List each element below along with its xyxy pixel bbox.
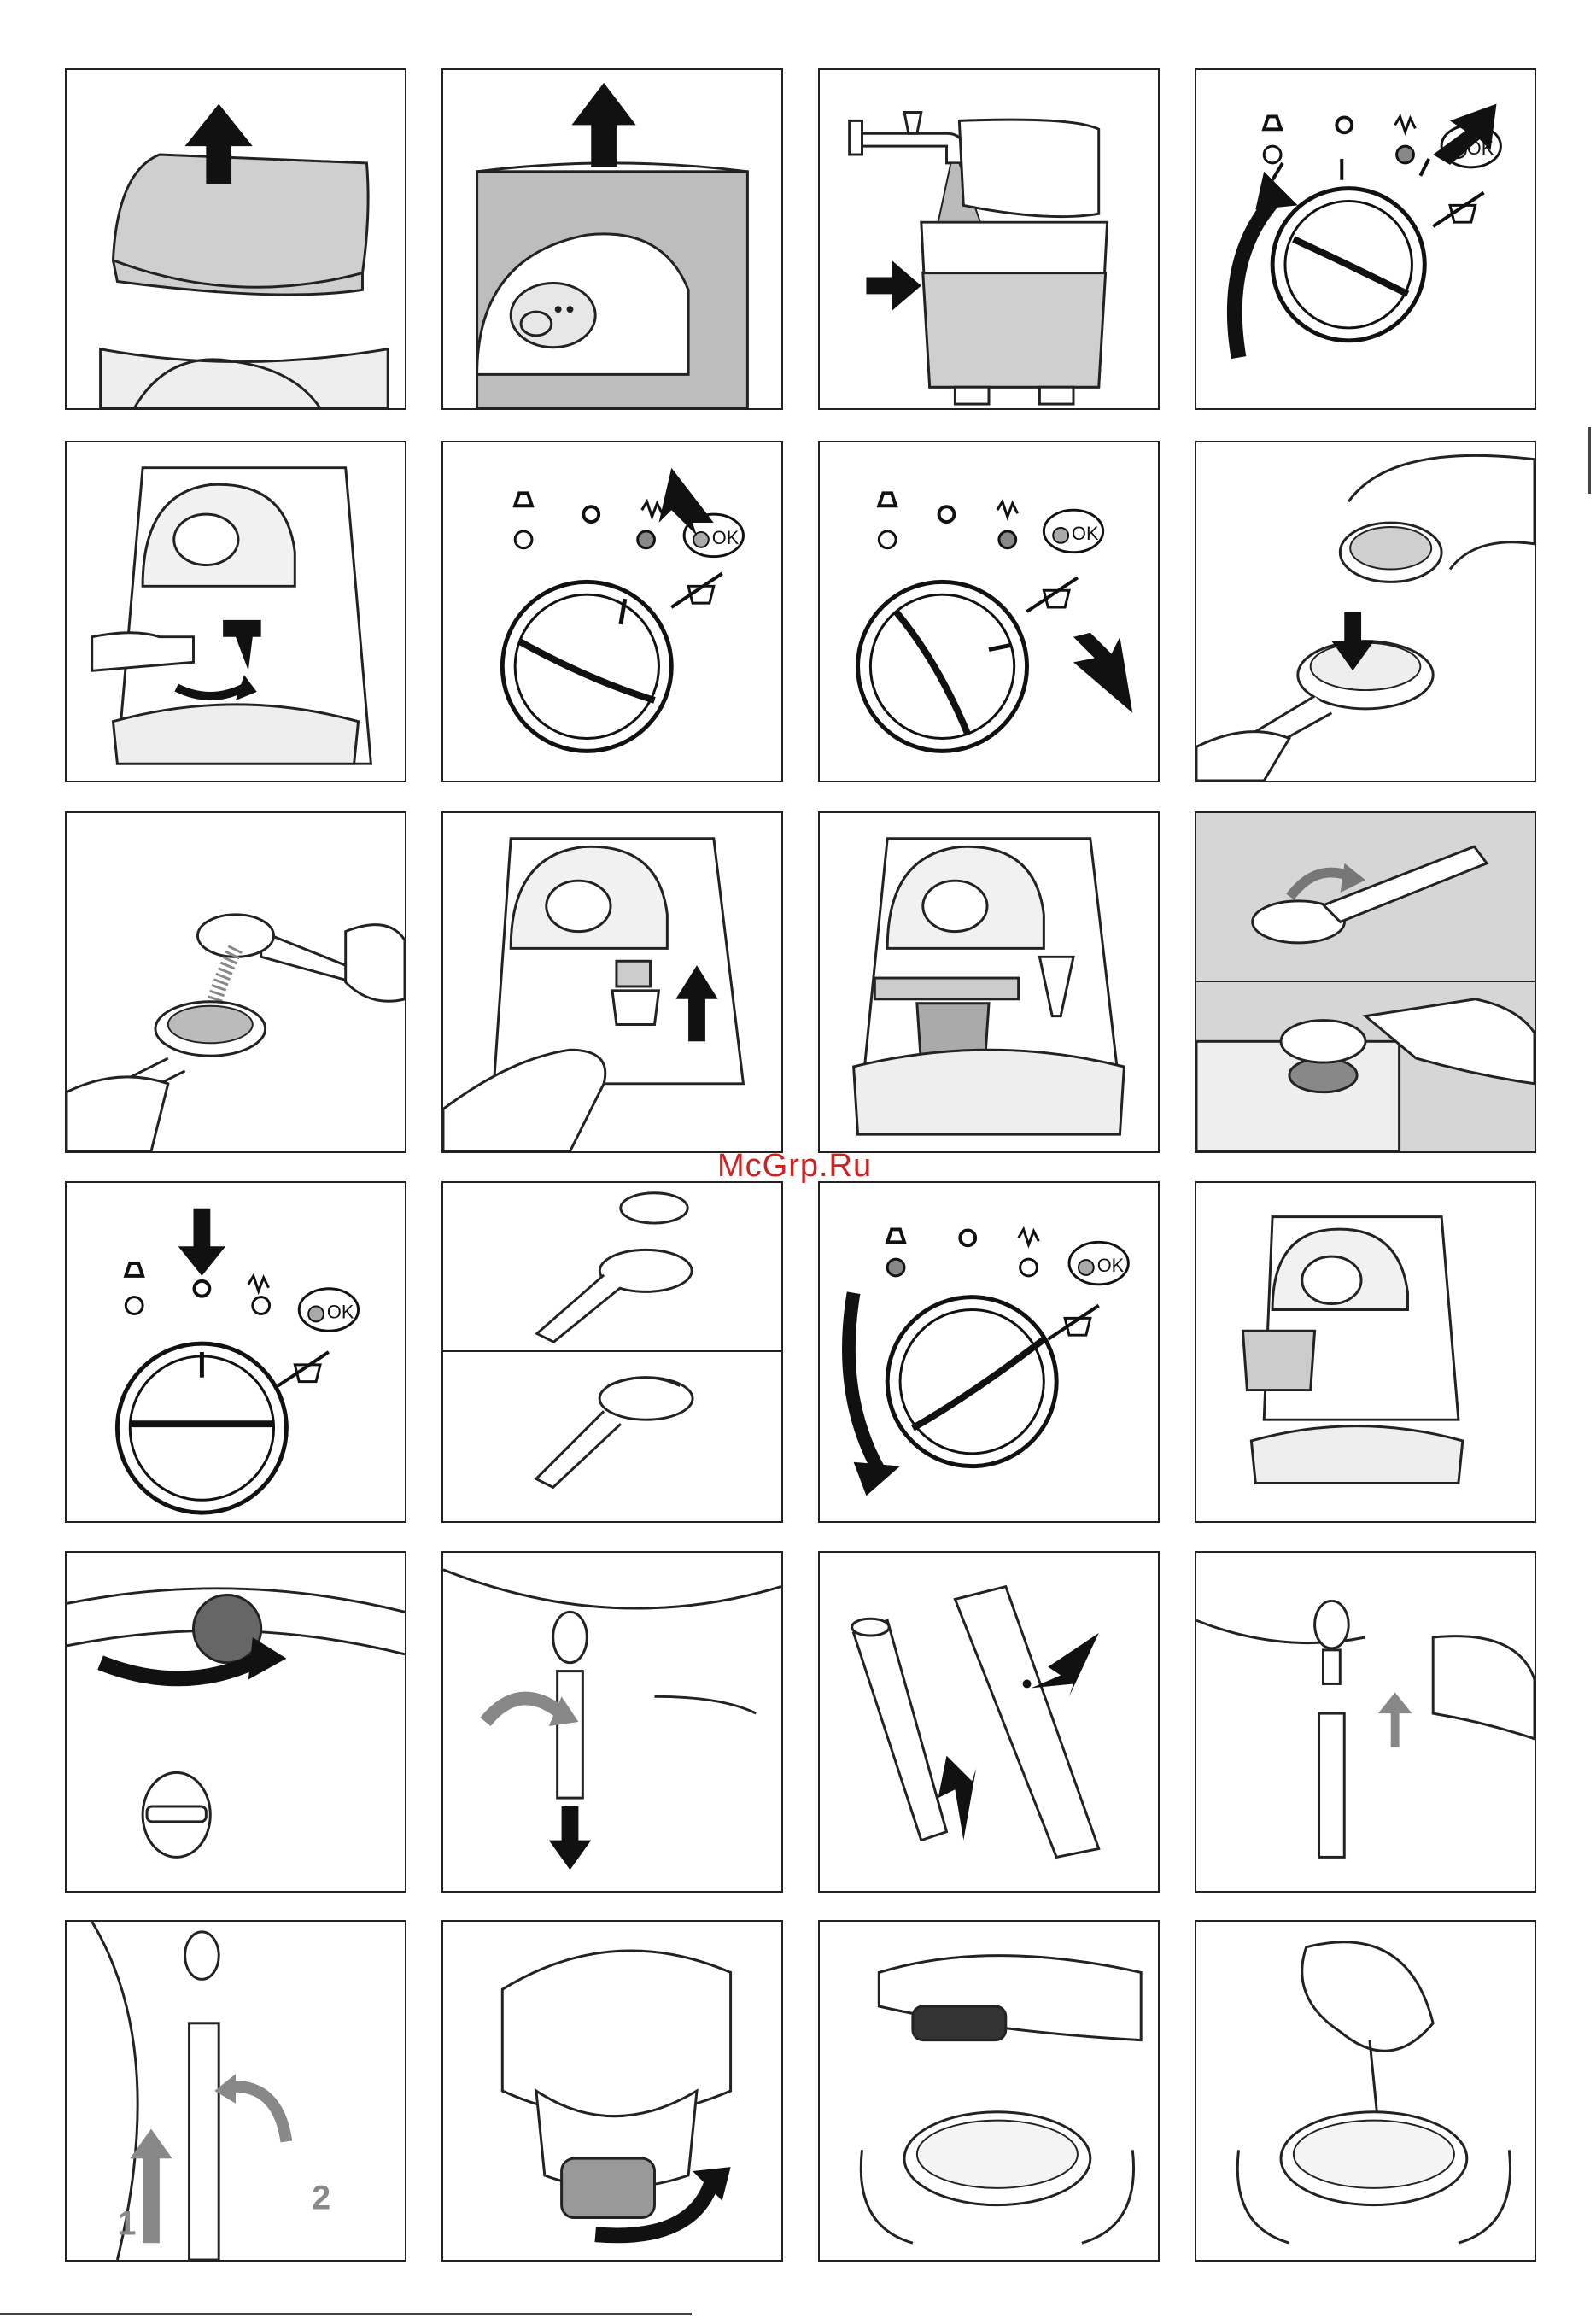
right-arrow-icon [866, 260, 921, 311]
panel-20-insert-nozzle [1195, 1551, 1536, 1893]
step-two-label: 2 [312, 2180, 330, 2217]
panel-7-cup-indicator: OK [818, 441, 1160, 782]
hot-water-icon [1395, 116, 1416, 162]
panel-12-top [1196, 813, 1535, 982]
water-tap-icon [850, 113, 964, 163]
steam-icon [879, 493, 896, 547]
panel-10-lock-holder [441, 811, 783, 1153]
ok-label: OK [327, 1301, 354, 1322]
cup-icon [1027, 577, 1078, 612]
panel-1-lift-lid [65, 68, 406, 410]
panel-12-clean-filter [1195, 811, 1536, 1153]
cup-icon [671, 573, 722, 607]
panel-24-needle-clean [1195, 1920, 1536, 2262]
hot-water-icon [638, 501, 663, 547]
panel-15-steam-position: OK [818, 1181, 1160, 1523]
standby-icon [583, 506, 599, 522]
panel-21-twist-nozzle: 1 2 [65, 1920, 406, 2262]
step-one-label: 1 [117, 2204, 136, 2242]
steam-icon [126, 1263, 143, 1314]
bottom-divider [0, 2313, 692, 2315]
hot-water-icon [1019, 1229, 1039, 1275]
cup-icon [278, 1352, 329, 1386]
cup-icon [1048, 1306, 1098, 1340]
hot-water-icon [997, 501, 1018, 547]
panel-14-holder-views [441, 1181, 783, 1523]
panel-4-select-ok: OK [1195, 68, 1536, 410]
panel-9-fill-coffee [65, 811, 406, 1153]
rotary-knob-icon [1272, 189, 1424, 341]
ok-label: OK [712, 527, 740, 548]
cup-icon [1433, 193, 1483, 227]
panel-2-remove-tank [441, 68, 783, 410]
panel-13-standby: OK [65, 1181, 406, 1523]
panel-19-nozzle-parts [818, 1551, 1160, 1893]
standby-icon [194, 1281, 209, 1297]
panel-5-insert-holder [65, 441, 406, 782]
panel-17-knob-rotate [65, 1551, 406, 1893]
panel-22-unscrew-nozzle [441, 1920, 783, 2262]
panel-8-insert-filter [1195, 441, 1536, 782]
ok-button-icon: OK [299, 1289, 358, 1332]
hot-water-icon [248, 1276, 270, 1314]
standby-icon [960, 1230, 975, 1245]
panel-16-froth-milk [1195, 1181, 1536, 1523]
panel-11-brew-coffee [818, 811, 1160, 1153]
panel-6-ok-hot-water: OK [441, 441, 783, 782]
up-arrow-icon [571, 83, 635, 167]
panel-12-bottom [1196, 982, 1535, 1151]
panel-18-remove-nozzle [441, 1551, 783, 1893]
ok-label: OK [1097, 1255, 1125, 1276]
steam-icon [1264, 116, 1283, 162]
watermark-text: McGrp.Ru [717, 1148, 872, 1185]
steam-icon [887, 1229, 904, 1275]
panel-14-top [443, 1183, 781, 1352]
side-tick-mark [1588, 427, 1591, 494]
standby-icon [939, 506, 955, 522]
ok-label: OK [1072, 523, 1099, 544]
ok-button-icon: OK [1044, 510, 1102, 553]
standby-icon [1336, 117, 1352, 132]
panel-14-bottom [443, 1352, 781, 1521]
steam-icon [515, 493, 532, 547]
panel-23-brush-clean [818, 1920, 1160, 2262]
ok-button-icon: OK [1069, 1242, 1128, 1285]
panel-3-fill-tank [818, 68, 1160, 410]
